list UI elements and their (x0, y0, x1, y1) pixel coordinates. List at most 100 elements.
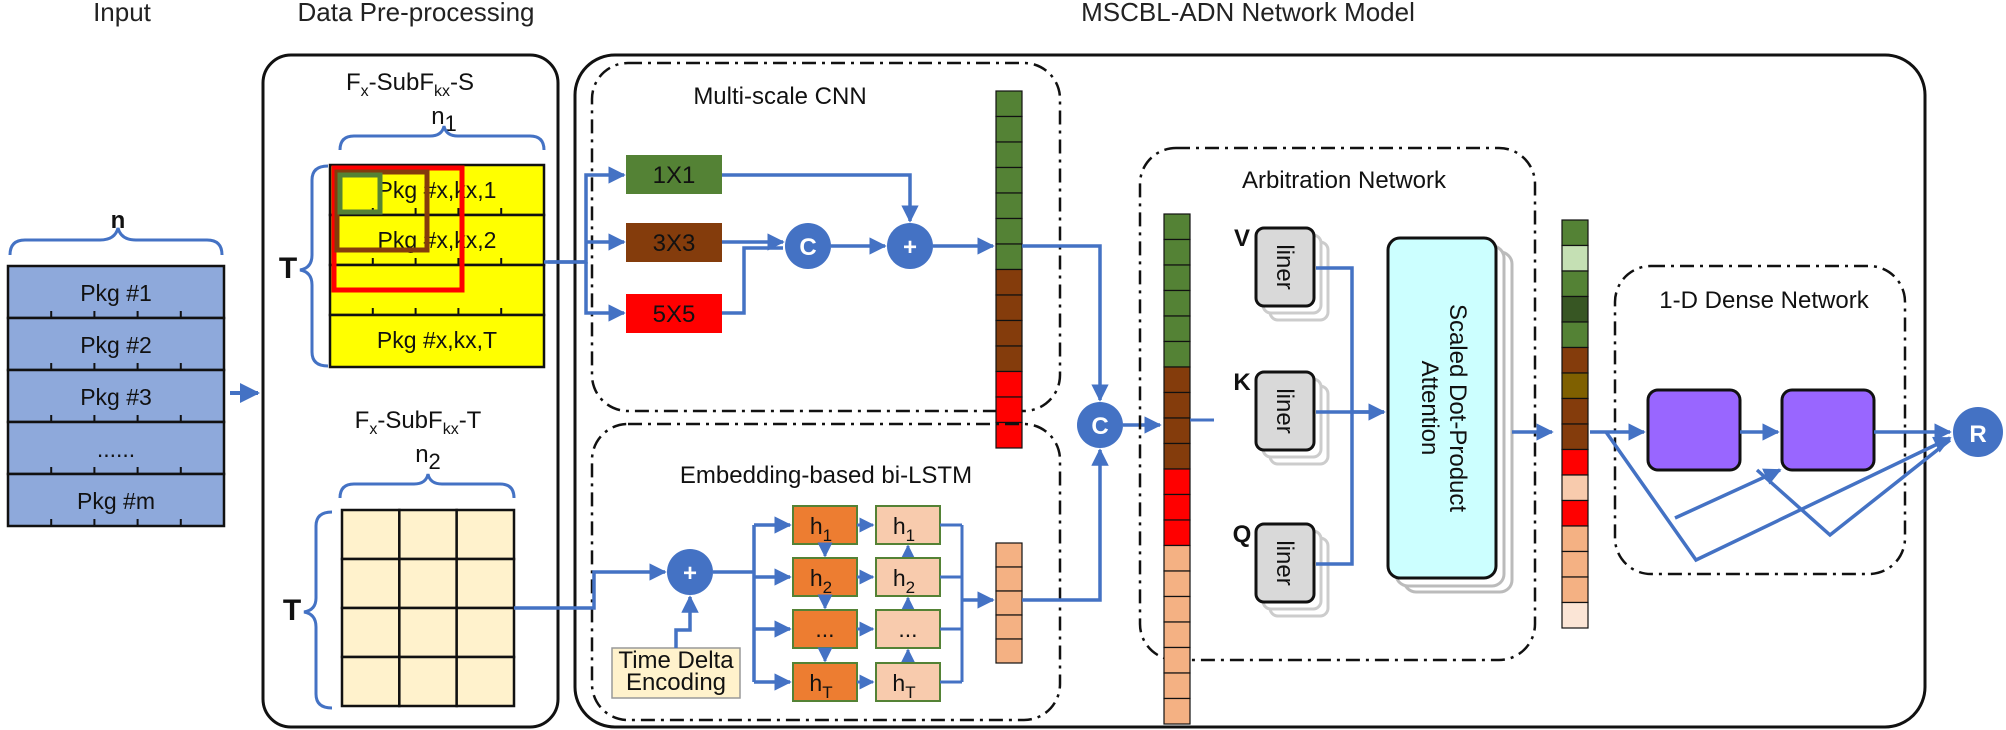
conv-window-1x1 (337, 172, 383, 215)
arrow-cnn-to-concat (1022, 244, 1109, 402)
arrow-5x5-to-concat (722, 246, 783, 315)
arbitration-input-vector (1163, 213, 1191, 725)
lstm-output-cell (995, 638, 1023, 664)
dense-layer-1 (1646, 388, 1742, 472)
lstm-backward-label: hT (892, 670, 915, 702)
subflow-t-cell (398, 655, 458, 708)
conv-window-5x5 (331, 165, 465, 293)
arb-output-cell (1561, 321, 1589, 349)
arb-output-cell (1561, 448, 1589, 476)
cnn-output-cell (995, 141, 1023, 169)
arrow-1x1-to-add (722, 173, 919, 223)
cnn-output-cell (995, 115, 1023, 143)
arb-output-cell (1561, 244, 1589, 272)
subflow-s-T-brace (299, 164, 329, 368)
lstm-forward-ellipsis: ... (815, 616, 834, 642)
arrow-q-to-attention (1316, 412, 1354, 566)
subflow-t-cell (340, 557, 401, 610)
arrow-to-5x5 (584, 262, 626, 322)
lstm-forward-cell (792, 609, 858, 649)
subflow-s-n1: n1 (431, 103, 457, 136)
lstm-forward-cell (792, 662, 858, 702)
dense-skip-3 (1755, 438, 1952, 538)
subflow-t-cell (398, 508, 458, 561)
dense-title: 1-D Dense Network (1659, 287, 1869, 314)
cnn-add-label: + (903, 234, 917, 261)
arb-output-cell (1561, 423, 1589, 451)
arb-input-cell (1163, 366, 1191, 394)
arb-output-cell (1561, 499, 1589, 527)
lstm-backward-cell (875, 609, 941, 649)
liner-k-tag: K (1233, 369, 1251, 396)
arb-output-cell (1561, 397, 1589, 425)
input-pkg-label: Pkg #2 (80, 332, 152, 358)
arrow-timedelta-to-add (674, 595, 699, 648)
subflow-t-grid (340, 508, 516, 708)
subflow-s-n1-brace (338, 125, 546, 151)
arb-input-cell (1163, 391, 1191, 419)
arb-input-cell (1163, 519, 1191, 547)
subflow-t-cell (340, 655, 401, 708)
lstm-add-circle (667, 549, 713, 595)
subflow-t-cell (455, 606, 516, 659)
cnn-output-cell (995, 268, 1023, 296)
time-delta-line1: Time Delta (618, 647, 734, 674)
arbitration-panel (1138, 146, 1537, 662)
arb-output-cell (1561, 576, 1589, 604)
cnn-output-cell (995, 319, 1023, 347)
header-input: Input (93, 0, 152, 27)
arb-output-cell (1561, 601, 1589, 629)
cnn-output-cell (995, 166, 1023, 194)
lstm-output-cell (995, 590, 1023, 616)
liner-v-box (1254, 226, 1316, 308)
header-model: MSCBL-ADN Network Model (1081, 0, 1415, 27)
liner-v-tag: V (1234, 225, 1250, 252)
arb-output-cell (1561, 219, 1589, 247)
arb-output-cell (1561, 346, 1589, 374)
arb-input-cell (1163, 442, 1191, 470)
input-pkg-row (6, 316, 226, 372)
dense-panel (1613, 264, 1907, 576)
lstm-output-vector (995, 542, 1023, 664)
subflow-s-T: T (279, 252, 297, 285)
subflow-t-title: Fx-SubFkx-T (355, 407, 482, 438)
subflow-t-cell (340, 508, 401, 561)
arb-input-cell (1163, 595, 1191, 623)
cnn-output-cell (995, 421, 1023, 449)
input-pkg-label: Pkg #m (77, 488, 155, 514)
liner-q-box (1254, 522, 1316, 604)
preprocessing-panel (261, 53, 560, 729)
attention-box (1386, 236, 1498, 580)
cnn-output-cell (995, 294, 1023, 322)
input-pkg-label: Pkg #3 (80, 384, 152, 410)
cnn-output-cell (995, 90, 1023, 118)
subflow-t-cell (340, 606, 401, 659)
subflow-t-cell (398, 606, 458, 659)
arb-input-cell (1163, 417, 1191, 445)
arrow-to-1x1 (548, 166, 626, 264)
arrow-subflow-t-to-lstm (514, 563, 667, 610)
cnn-output-cell (995, 345, 1023, 373)
dense-skip-2 (1674, 468, 1782, 520)
arb-output-cell (1561, 372, 1589, 400)
cnn-kernel-5x5-label: 5X5 (653, 301, 696, 328)
cnn-kernel-1x1-label: 1X1 (653, 162, 696, 189)
arb-input-cell (1163, 340, 1191, 368)
input-pkg-row (6, 472, 226, 528)
arbitration-output-vector (1561, 219, 1589, 629)
arb-input-cell (1163, 646, 1191, 674)
cnn-output-cell (995, 396, 1023, 424)
cnn-output-vector (995, 90, 1023, 449)
cnn-panel (590, 61, 1062, 413)
liner-k-label: liner (1271, 388, 1298, 433)
main-concat-label: C (1091, 413, 1108, 440)
input-pkg-label: ...... (97, 436, 135, 462)
time-delta-line2: Encoding (626, 669, 726, 696)
cnn-kernel-3x3 (626, 223, 722, 262)
lstm-forward-label: h1 (810, 513, 832, 545)
